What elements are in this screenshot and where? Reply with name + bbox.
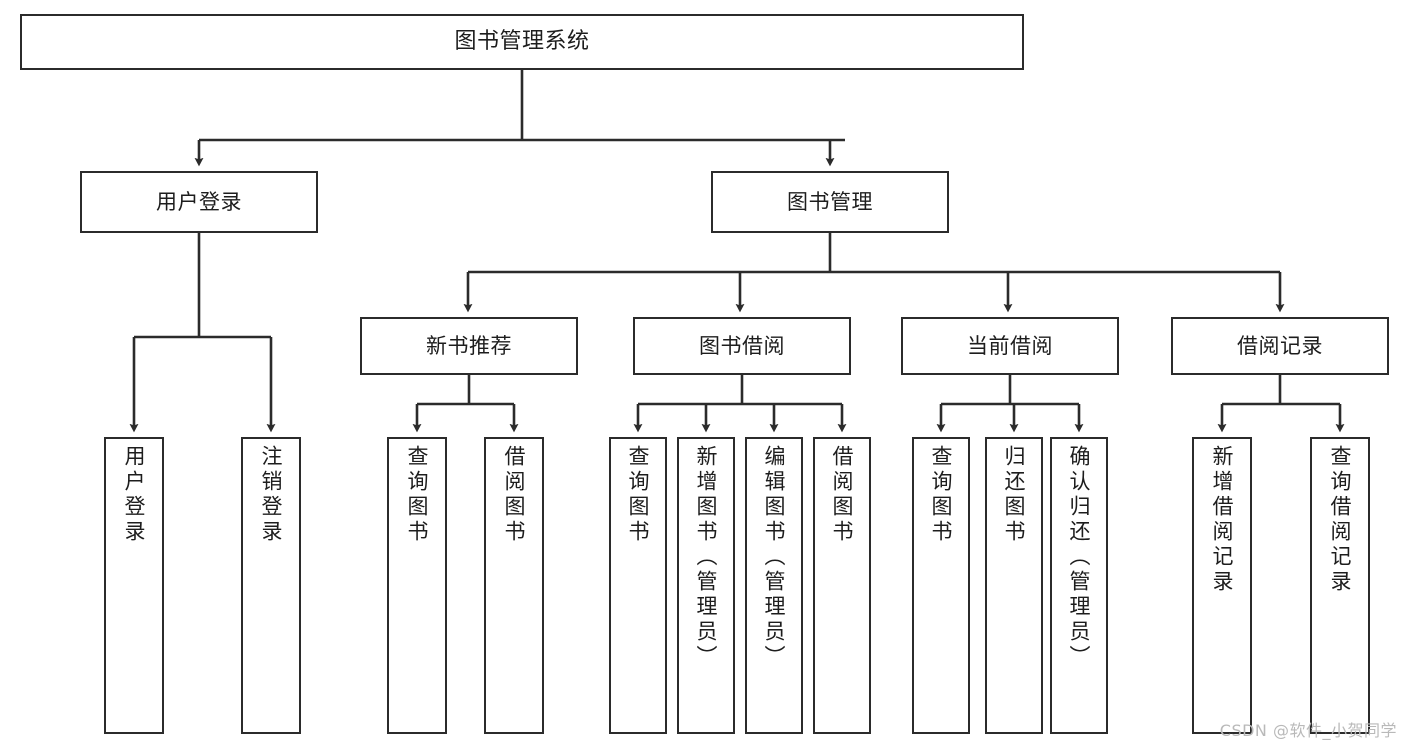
node-leaf-confirm-return[interactable]: 确认归还（管理员） xyxy=(1050,437,1108,734)
node-new-book-recommend[interactable]: 新书推荐 xyxy=(360,317,578,375)
node-borrow-record[interactable]: 借阅记录 xyxy=(1171,317,1389,375)
node-leaf-return-book[interactable]: 归还图书 xyxy=(985,437,1043,734)
node-leaf-query-borrow-record-label: 查询借阅记录 xyxy=(1328,445,1353,595)
node-leaf-borrow-book-2[interactable]: 借阅图书 xyxy=(813,437,871,734)
node-book-borrow[interactable]: 图书借阅 xyxy=(633,317,851,375)
node-book-management-label: 图书管理 xyxy=(787,189,873,214)
node-root[interactable]: 图书管理系统 xyxy=(20,14,1024,70)
node-leaf-add-borrow-record[interactable]: 新增借阅记录 xyxy=(1192,437,1252,734)
node-leaf-edit-book[interactable]: 编辑图书（管理员） xyxy=(745,437,803,734)
node-leaf-add-borrow-record-label: 新增借阅记录 xyxy=(1210,445,1235,595)
node-leaf-query-book-1-label: 查询图书 xyxy=(405,445,430,545)
node-leaf-add-book-label: 新增图书（管理员） xyxy=(694,445,719,670)
node-leaf-edit-book-label: 编辑图书（管理员） xyxy=(762,445,787,670)
node-leaf-query-book-1[interactable]: 查询图书 xyxy=(387,437,447,734)
node-leaf-query-book-2[interactable]: 查询图书 xyxy=(609,437,667,734)
node-leaf-borrow-book-1-label: 借阅图书 xyxy=(502,445,527,545)
node-leaf-user-login-label: 用户登录 xyxy=(122,445,147,545)
node-leaf-add-book[interactable]: 新增图书（管理员） xyxy=(677,437,735,734)
node-leaf-confirm-return-label: 确认归还（管理员） xyxy=(1067,445,1092,670)
node-leaf-user-login[interactable]: 用户登录 xyxy=(104,437,164,734)
node-leaf-query-borrow-record[interactable]: 查询借阅记录 xyxy=(1310,437,1370,734)
node-leaf-query-book-3[interactable]: 查询图书 xyxy=(912,437,970,734)
node-leaf-return-book-label: 归还图书 xyxy=(1002,445,1027,545)
node-leaf-borrow-book-1[interactable]: 借阅图书 xyxy=(484,437,544,734)
node-borrow-record-label: 借阅记录 xyxy=(1237,333,1323,358)
node-leaf-borrow-book-2-label: 借阅图书 xyxy=(830,445,855,545)
node-user-login-label: 用户登录 xyxy=(156,189,242,214)
node-book-management[interactable]: 图书管理 xyxy=(711,171,949,233)
node-new-book-recommend-label: 新书推荐 xyxy=(426,333,512,358)
watermark-text: CSDN @软件_小贺同学 xyxy=(1219,721,1397,740)
node-current-borrow[interactable]: 当前借阅 xyxy=(901,317,1119,375)
node-root-label: 图书管理系统 xyxy=(454,29,590,55)
node-current-borrow-label: 当前借阅 xyxy=(967,333,1053,358)
node-leaf-logout-label: 注销登录 xyxy=(259,445,284,545)
node-leaf-query-book-2-label: 查询图书 xyxy=(626,445,651,545)
node-leaf-logout[interactable]: 注销登录 xyxy=(241,437,301,734)
node-book-borrow-label: 图书借阅 xyxy=(699,333,785,358)
node-leaf-query-book-3-label: 查询图书 xyxy=(929,445,954,545)
node-user-login[interactable]: 用户登录 xyxy=(80,171,318,233)
